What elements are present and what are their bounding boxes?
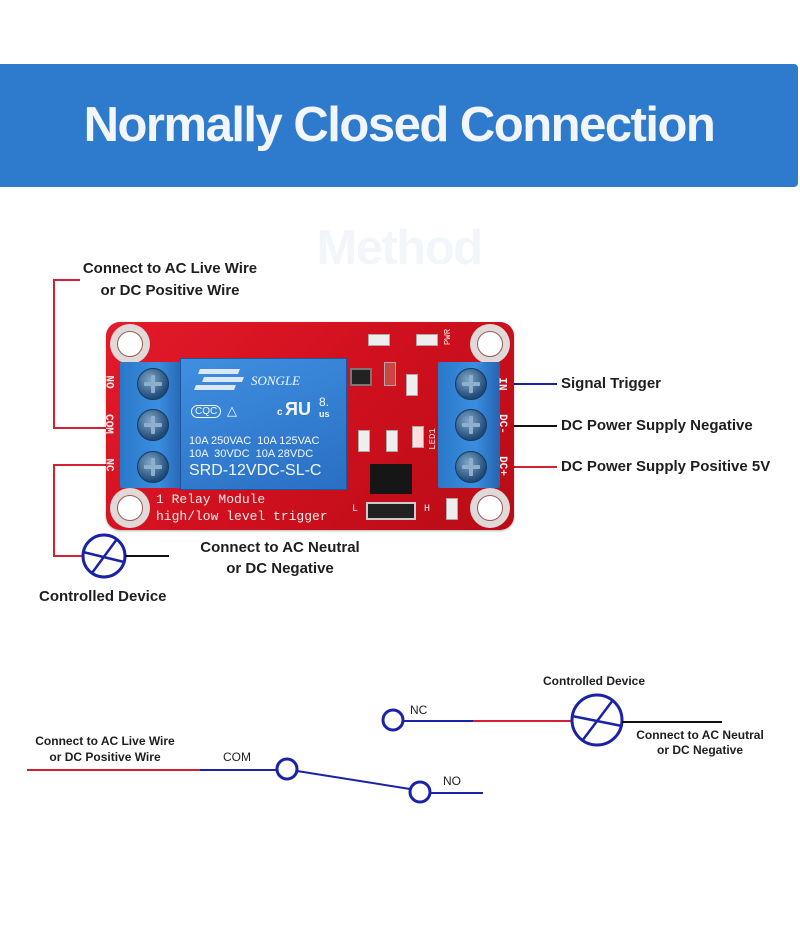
resistor-222 bbox=[368, 334, 390, 346]
led1-label: LED1 bbox=[427, 428, 438, 450]
resistor-103 bbox=[358, 430, 370, 452]
pin-label-com: COM bbox=[101, 414, 114, 434]
cqc-mark: CQC bbox=[191, 405, 222, 418]
ul-mark-c: c bbox=[277, 407, 283, 418]
mount-hole bbox=[470, 324, 510, 364]
songle-logo-icon bbox=[198, 369, 240, 374]
screw-com[interactable] bbox=[137, 409, 169, 441]
no-label: NO bbox=[443, 774, 461, 788]
pwr-label: PWR bbox=[443, 328, 454, 346]
screw-no[interactable] bbox=[137, 368, 169, 400]
relay-brand: SONGLE bbox=[251, 373, 301, 388]
bottom-live-wire-label: Connect to AC Live Wire or DC Positive W… bbox=[20, 733, 190, 765]
jumper-header[interactable] bbox=[366, 502, 416, 520]
optocoupler bbox=[370, 464, 412, 494]
title-banner: Normally Closed Connection Method bbox=[0, 64, 798, 275]
nc-terminal bbox=[381, 708, 405, 732]
input-terminal-block bbox=[438, 362, 500, 488]
bottom-neutral-label: Connect to AC Neutral or DC Negative bbox=[625, 728, 775, 758]
live-wire-label: Connect to AC Live Wire or DC Positive W… bbox=[70, 258, 270, 302]
screw-nc[interactable] bbox=[137, 451, 169, 483]
silk-module-name: 1 Relay Module bbox=[156, 492, 266, 507]
controlled-device-icon-bottom bbox=[570, 693, 624, 747]
neutral-label: Connect to AC Neutral or DC Negative bbox=[180, 537, 380, 579]
warning-triangle-icon: △ bbox=[227, 403, 237, 418]
no-terminal bbox=[408, 780, 432, 804]
com-terminal bbox=[275, 757, 299, 781]
bottom-live-wire-label-line2: or DC Positive Wire bbox=[49, 750, 161, 764]
live-wire-label-line1: Connect to AC Live Wire bbox=[82, 260, 258, 277]
bottom-neutral-label-line2: or DC Negative bbox=[656, 743, 744, 757]
mount-hole bbox=[110, 488, 150, 528]
relay-spec-2: 10A 30VDC 10A 28VDC bbox=[189, 448, 314, 460]
ul-mark-us: us bbox=[319, 409, 330, 419]
controlled-device-icon-top bbox=[81, 533, 127, 579]
com-label: COM bbox=[223, 750, 251, 764]
pwr-led bbox=[416, 334, 438, 346]
dc-negative-label: DC Power Supply Negative bbox=[561, 417, 753, 434]
relay-model: SRD-12VDC-SL-C bbox=[189, 462, 322, 479]
pin-label-no: NO bbox=[102, 375, 115, 389]
neutral-label-line2: or DC Negative bbox=[226, 560, 334, 577]
jumper-label-l: L bbox=[352, 504, 359, 515]
relay-component: SONGLE CQC △ c ЯU 8. us 10A 250VAC 10A 1… bbox=[180, 358, 347, 490]
ul-mark-icon: ЯU bbox=[285, 399, 311, 419]
pin-label-dc-positive: DC+ bbox=[495, 456, 508, 476]
output-terminal-block bbox=[120, 362, 184, 488]
led1 bbox=[412, 426, 424, 448]
silk-trigger: high/low level trigger bbox=[156, 509, 328, 524]
pin-label-dc-negative: DC- bbox=[495, 414, 508, 434]
diode bbox=[384, 362, 396, 386]
live-wire-line bbox=[53, 279, 110, 429]
screw-dc-positive[interactable] bbox=[455, 451, 487, 483]
transistor bbox=[350, 368, 372, 386]
neutral-label-line1: Connect to AC Neutral bbox=[200, 539, 360, 556]
live-wire-label-line2: or DC Positive Wire bbox=[100, 282, 240, 299]
screw-dc-negative[interactable] bbox=[455, 409, 487, 441]
nc-wire-line bbox=[53, 464, 110, 557]
resistor-223 bbox=[406, 374, 418, 396]
relay-spec-1: 10A 250VAC 10A 125VAC bbox=[189, 435, 320, 447]
dc-positive-label: DC Power Supply Positive 5V bbox=[561, 458, 771, 475]
ul-mark-8: 8. bbox=[319, 395, 330, 409]
resistor-103 bbox=[446, 498, 458, 520]
nc-label: NC bbox=[410, 703, 428, 717]
bottom-neutral-label-line1: Connect to AC Neutral bbox=[636, 728, 764, 742]
controlled-device-label: Controlled Device bbox=[39, 588, 167, 605]
bottom-controlled-device-label: Controlled Device bbox=[543, 674, 646, 688]
signal-trigger-label: Signal Trigger bbox=[561, 375, 662, 392]
resistor-103 bbox=[386, 430, 398, 452]
mount-hole bbox=[470, 488, 510, 528]
pin-label-in: IN bbox=[495, 377, 508, 391]
pin-label-nc: NC bbox=[102, 458, 115, 472]
screw-in[interactable] bbox=[455, 368, 487, 400]
jumper-label-h: H bbox=[424, 504, 431, 515]
switch-arm bbox=[296, 770, 411, 790]
page-title: Normally Closed Connection Method bbox=[83, 98, 716, 275]
mount-hole bbox=[110, 324, 150, 364]
bottom-live-wire-label-line1: Connect to AC Live Wire bbox=[35, 734, 175, 748]
